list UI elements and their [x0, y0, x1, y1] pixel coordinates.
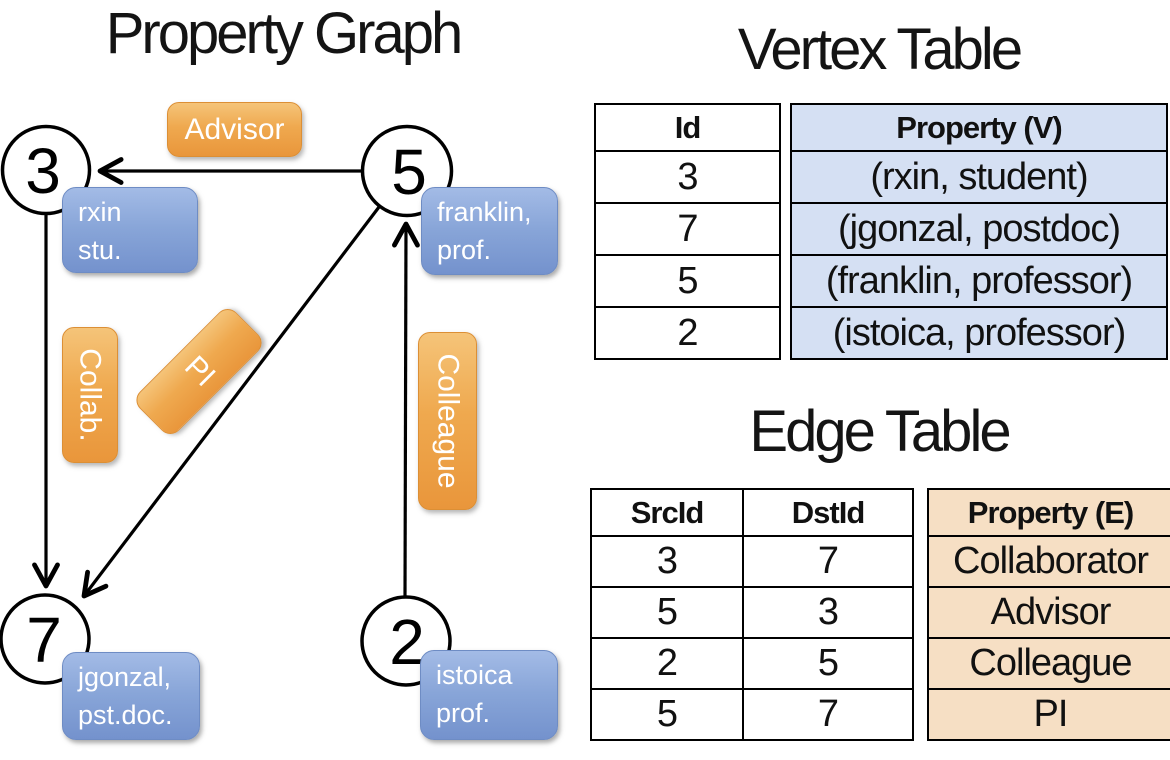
edge-label-text: Collab.: [74, 348, 108, 442]
edge-label-collab: Collab.: [62, 327, 118, 463]
edge-property-cell: Collaborator: [927, 535, 1170, 588]
table-row: 5: [594, 254, 781, 308]
edge-dstid-cell: 5: [742, 637, 914, 690]
node-id-5: 5: [391, 136, 427, 208]
table-row: 5 7: [590, 688, 914, 741]
table-row: Collaborator: [927, 535, 1170, 588]
vertex-property-cell: (jgonzal, postdoc): [790, 202, 1168, 256]
edge-property-cell: PI: [927, 688, 1170, 741]
vertex-property-box-7: jgonzal, pst.doc.: [62, 652, 200, 740]
edge-srcid-cell: 3: [590, 535, 744, 588]
edge-table-title: Edge Table: [749, 399, 1011, 464]
vertex-property-line: stu.: [78, 235, 122, 265]
vertex-property-header: Property (V): [790, 103, 1168, 152]
vertex-property-box-2: istoica prof.: [420, 650, 558, 740]
edge-table-property-column: Property (E) Collaborator Advisor Collea…: [927, 488, 1170, 741]
vertex-property-box-3: rxin stu.: [62, 187, 198, 273]
table-row: Advisor: [927, 586, 1170, 639]
edge-srcid-header: SrcId: [590, 488, 744, 537]
edge-arrow-5-to-7: [81, 206, 381, 599]
table-row: (jgonzal, postdoc): [790, 202, 1168, 256]
edge-label-text: Advisor: [184, 112, 285, 146]
edge-table-id-columns: SrcId DstId 3 7 5 3 2 5 5 7: [590, 488, 914, 741]
vertex-id-cell: 3: [594, 150, 781, 204]
vertex-property-line: jgonzal,: [78, 662, 172, 692]
property-graph-panel: 3 5 7 2 rxin stu. franklin, prof. jgonza…: [0, 0, 580, 760]
edge-property-cell: Colleague: [927, 637, 1170, 690]
vertex-id-cell: 7: [594, 202, 781, 256]
edge-property-cell: Advisor: [927, 586, 1170, 639]
edge-dstid-cell: 7: [742, 688, 914, 741]
vertex-property-line: pst.doc.: [78, 700, 173, 730]
vertex-property-line: prof.: [436, 698, 491, 728]
edge-srcid-cell: 2: [590, 637, 744, 690]
table-row: 7: [594, 202, 781, 256]
edge-label-text: Colleague: [431, 353, 465, 489]
edge-dstid-header: DstId: [742, 488, 914, 537]
vertex-property-cell: (rxin, student): [790, 150, 1168, 204]
vertex-id-header: Id: [594, 103, 781, 152]
edge-dstid-cell: 7: [742, 535, 914, 588]
node-id-2: 2: [389, 606, 425, 678]
table-row: 5 3: [590, 586, 914, 639]
vertex-table-id-column: Id 3 7 5 2: [594, 103, 781, 360]
edge-table: SrcId DstId 3 7 5 3 2 5 5 7 Property (E)…: [590, 488, 1170, 741]
edge-arrow-2-to-5: [392, 221, 420, 598]
vertex-table-property-column: Property (V) (rxin, student) (jgonzal, p…: [790, 103, 1168, 360]
table-row: 3 7: [590, 535, 914, 588]
table-row: (rxin, student): [790, 150, 1168, 204]
table-header-row: Id: [594, 103, 781, 152]
vertex-property-line: rxin: [78, 197, 122, 227]
edge-property-header: Property (E): [927, 488, 1170, 537]
node-id-7: 7: [26, 604, 62, 676]
vertex-property-line: istoica: [436, 660, 513, 690]
edge-label-colleague: Colleague: [418, 332, 477, 510]
table-header-row: Property (E): [927, 488, 1170, 537]
table-row: 2 5: [590, 637, 914, 690]
edge-label-advisor: Advisor: [167, 102, 302, 157]
table-row: 2: [594, 306, 781, 360]
edge-srcid-cell: 5: [590, 586, 744, 639]
table-row: Colleague: [927, 637, 1170, 690]
edge-srcid-cell: 5: [590, 688, 744, 741]
vertex-property-line: prof.: [437, 235, 492, 265]
table-header-row: SrcId DstId: [590, 488, 914, 537]
edge-dstid-cell: 3: [742, 586, 914, 639]
vertex-table-title: Vertex Table: [737, 17, 1023, 82]
vertex-property-cell: (franklin, professor): [790, 254, 1168, 308]
vertex-property-cell: (istoica, professor): [790, 306, 1168, 360]
vertex-table: Id 3 7 5 2 Property (V) (rxin, student) …: [594, 103, 1168, 360]
node-id-3: 3: [25, 135, 61, 207]
vertex-property-box-5: franklin, prof.: [421, 187, 558, 275]
edge-label-text: PI: [177, 349, 222, 393]
property-graph-title: Property Graph: [105, 1, 464, 66]
table-row: 3: [594, 150, 781, 204]
table-row: (istoica, professor): [790, 306, 1168, 360]
table-header-row: Property (V): [790, 103, 1168, 152]
vertex-id-cell: 2: [594, 306, 781, 360]
table-row: (franklin, professor): [790, 254, 1168, 308]
table-row: PI: [927, 688, 1170, 741]
vertex-id-cell: 5: [594, 254, 781, 308]
vertex-property-line: franklin,: [437, 197, 532, 227]
